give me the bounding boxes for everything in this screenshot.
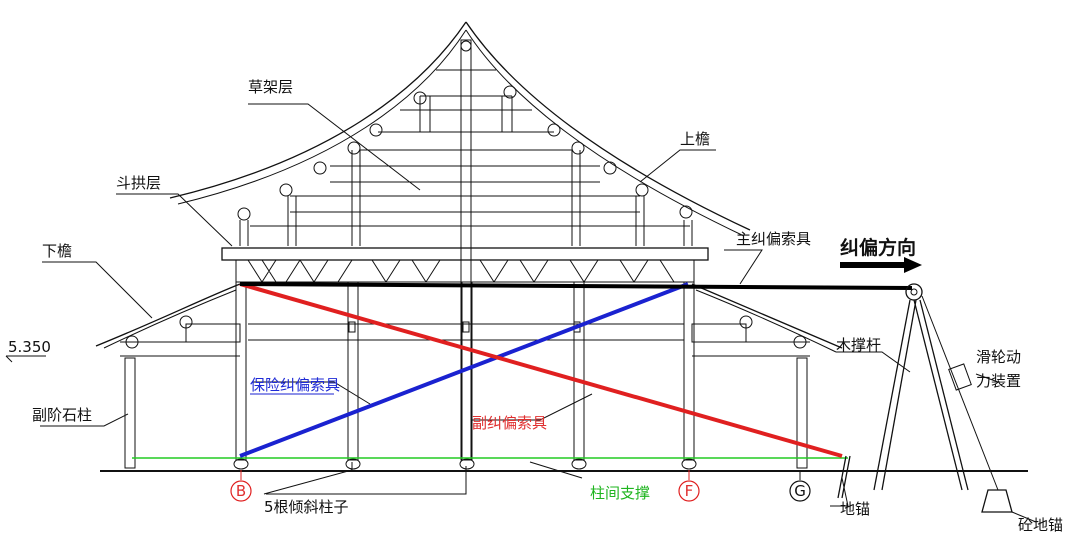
label-elevation: 5.350 <box>8 338 51 356</box>
columns <box>124 281 808 470</box>
ground-anchor-icon <box>837 455 851 499</box>
label-wood-strut: 木撑杆 <box>836 336 881 354</box>
label-dougong: 斗拱层 <box>116 174 161 192</box>
pulley-power-device-icon <box>948 363 972 391</box>
safety-cable-line <box>239 282 689 458</box>
lower-roof <box>95 283 843 357</box>
upper-roof <box>169 21 751 461</box>
label-fujie: 副阶石柱 <box>32 406 92 424</box>
axis-label-g: G <box>794 482 806 500</box>
label-ground-anchor: 地锚 <box>840 500 870 518</box>
label-pulley-line1: 滑轮动 <box>976 348 1021 366</box>
label-underlines <box>5 355 334 395</box>
tripod-strut <box>873 283 999 491</box>
label-columns: 5根倾斜柱子 <box>264 498 349 516</box>
main-cable-line <box>239 282 913 290</box>
axis-label-f: F <box>685 482 694 500</box>
concrete-anchor-icon <box>981 489 1013 513</box>
axis-marker-b <box>230 470 252 502</box>
label-caojia: 草架层 <box>248 78 293 96</box>
label-sub-cable: 副纠偏索具 <box>472 414 547 432</box>
label-xiayan: 下檐 <box>42 242 72 260</box>
label-safety-cable: 保险纠偏索具 <box>250 376 340 394</box>
sub-cable-line <box>239 282 843 458</box>
label-main-cable: 主纠偏索具 <box>736 230 811 248</box>
label-bracing: 柱间支撑 <box>590 484 650 502</box>
leader-lines <box>40 103 1037 523</box>
axis-marker-f <box>678 470 700 502</box>
bracket-layer <box>221 247 709 283</box>
label-direction: 纠偏方向 <box>840 236 916 259</box>
axis-marker-g <box>789 470 811 502</box>
label-shangyan: 上檐 <box>680 130 710 148</box>
axis-label-b: B <box>236 482 246 500</box>
label-concrete-anchor: 砼地锚 <box>1018 516 1063 534</box>
label-pulley-line2: 力装置 <box>976 372 1021 390</box>
direction-arrow-icon <box>840 257 922 273</box>
